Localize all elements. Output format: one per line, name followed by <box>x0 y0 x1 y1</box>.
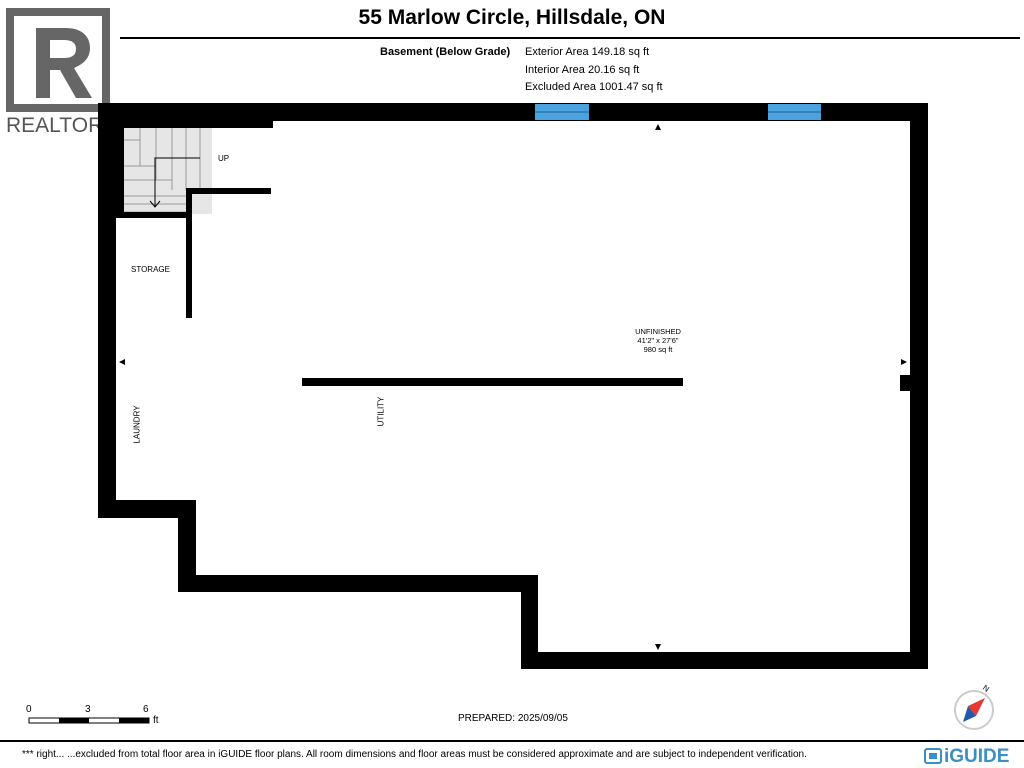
realtor-r-icon <box>6 8 110 112</box>
stairs <box>124 126 212 214</box>
storage-label: STORAGE <box>131 265 170 274</box>
scale-tick-3: 3 <box>85 704 91 715</box>
unfinished-dims: 41'2" x 27'6" <box>637 336 679 345</box>
scale-unit: ft <box>153 715 159 726</box>
laundry-label: LAUNDRY <box>132 405 142 444</box>
arrow-up-icon <box>655 124 661 130</box>
windows <box>535 104 821 120</box>
realtor-logo <box>6 8 110 112</box>
prepared-date: PREPARED: 2025/09/05 <box>458 713 568 724</box>
stairs-label: UP <box>218 154 230 163</box>
scale-bar <box>28 717 150 724</box>
realtor-wordmark: REALTOR® <box>6 114 119 137</box>
unfinished-name: UNFINISHED <box>635 327 681 336</box>
arrow-down-icon <box>655 644 661 650</box>
disclaimer: *** right... ...excluded from total floo… <box>22 749 807 760</box>
footer-rule <box>0 740 1024 742</box>
arrow-right-icon <box>901 359 907 365</box>
compass-icon <box>954 690 994 730</box>
page-title: 55 Marlow Circle, Hillsdale, ON <box>358 6 666 29</box>
dimension-arrows <box>119 124 907 650</box>
utility-label: UTILITY <box>376 396 386 427</box>
header-rule <box>120 37 1020 39</box>
unfinished-room: UNFINISHED 41'2" x 27'6" 980 sq ft <box>608 327 708 354</box>
excluded-area: Excluded Area 1001.47 sq ft <box>525 81 663 93</box>
iguide-wordmark: iGUIDE <box>944 746 1010 767</box>
scale-tick-6: 6 <box>143 704 149 715</box>
iguide-logo-icon <box>924 748 942 764</box>
arrow-left-icon <box>119 359 125 365</box>
scale-tick-0: 0 <box>26 704 32 715</box>
walls <box>98 103 928 669</box>
unfinished-area: 980 sq ft <box>643 345 673 354</box>
floor-label: Basement (Below Grade) <box>380 46 511 58</box>
interior-area: Interior Area 20.16 sq ft <box>525 64 640 76</box>
exterior-area: Exterior Area 149.18 sq ft <box>525 46 650 58</box>
